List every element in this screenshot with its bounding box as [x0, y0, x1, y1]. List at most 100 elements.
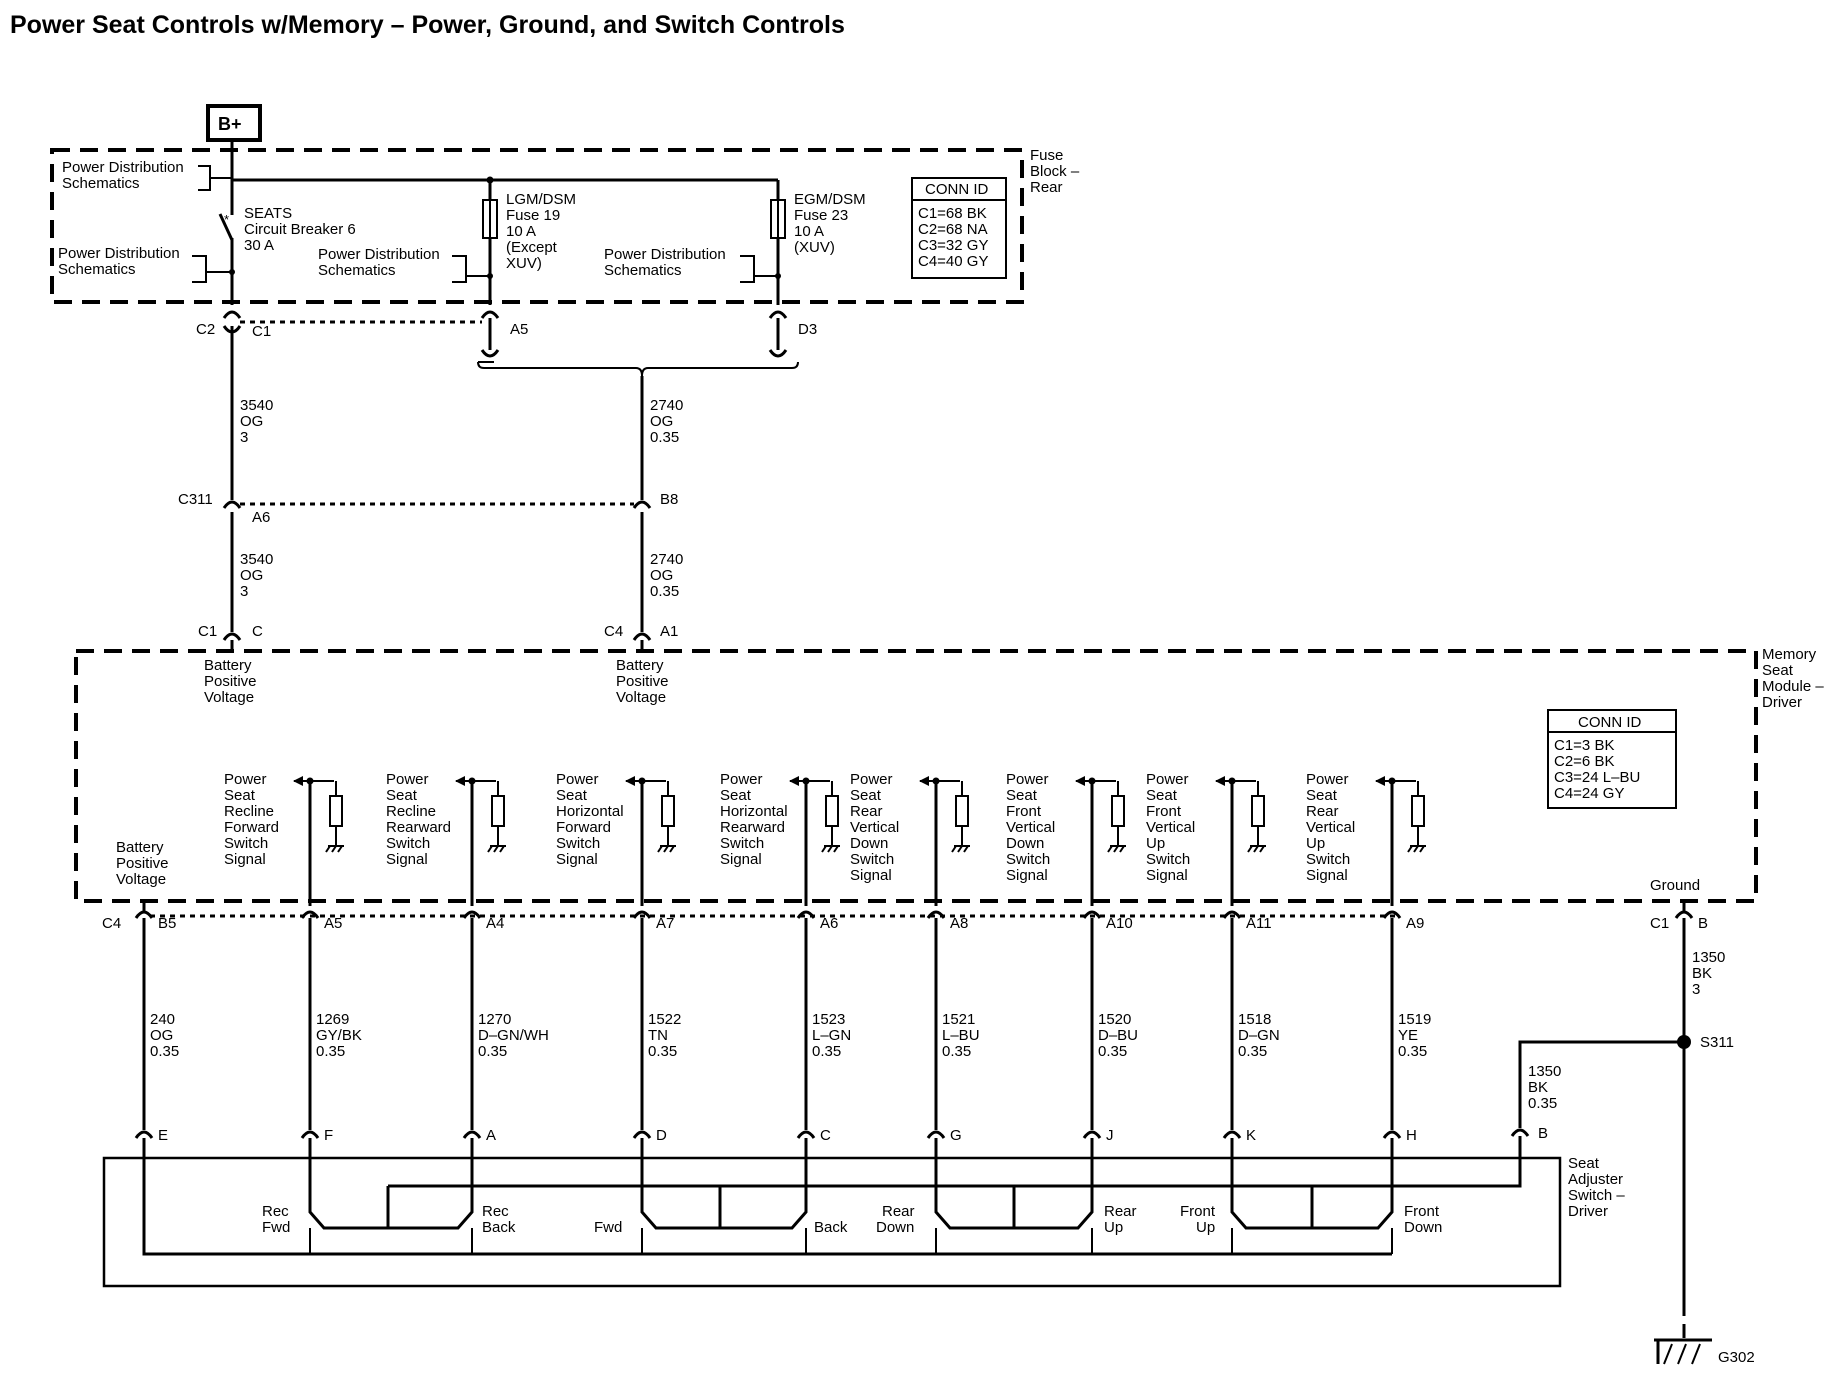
- fuse-block-label: Fuse Block – Rear: [1030, 147, 1083, 196]
- svg-text:C1: C1: [252, 323, 271, 340]
- svg-text:B: B: [1538, 1125, 1548, 1142]
- svg-text:Memory Seat Module: Memory Seat Module – Driver: [1762, 646, 1828, 711]
- svg-text:B: B: [1698, 915, 1708, 932]
- switch-internal-wiring: [142, 1138, 1440, 1256]
- module-pin: A7: [656, 915, 674, 932]
- module-pin: A8: [950, 915, 968, 932]
- switch-pin: J: [1106, 1127, 1114, 1144]
- svg-text:C311: C311: [178, 491, 213, 508]
- svg-text:B+: B+: [218, 114, 242, 134]
- svg-text:Seat Adjuster Swit: Seat Adjuster Switch – Driver: [1568, 1155, 1629, 1220]
- svg-text:C2: C2: [196, 321, 215, 338]
- svg-text:C4: C4: [102, 915, 121, 932]
- module-pin: A10: [1106, 915, 1133, 932]
- svg-text:C: C: [252, 623, 263, 640]
- svg-text:A6: A6: [252, 509, 270, 526]
- switch-pin: E: [158, 1127, 168, 1144]
- module-pin: A9: [1406, 915, 1424, 932]
- ground-symbol-g302: G302: [1654, 1338, 1755, 1366]
- svg-text:CONN ID: CONN ID: [925, 181, 989, 198]
- switch-pin: C: [820, 1127, 831, 1144]
- svg-text:B8: B8: [660, 491, 678, 508]
- module-c4-connector: C4: [102, 914, 1396, 932]
- battery-positive-source: B+: [206, 104, 262, 142]
- module-pin: A4: [486, 915, 504, 932]
- module-pin: A6: [820, 915, 838, 932]
- switch-pin: A: [486, 1127, 496, 1144]
- switch-pin: D: [656, 1127, 667, 1144]
- svg-text:C1: C1: [198, 623, 217, 640]
- svg-text:S311: S311: [1700, 1034, 1734, 1051]
- switch-pin: H: [1406, 1127, 1417, 1144]
- module-pin: A11: [1246, 915, 1272, 932]
- svg-text:C1: C1: [1650, 915, 1669, 932]
- svg-text:Fwd: Fwd: [594, 1219, 622, 1236]
- fuse-block-connectors: C2 C1 A5 D3: [196, 310, 817, 358]
- page-title: Power Seat Controls w/Memory – Power, Gr…: [10, 11, 845, 39]
- svg-text:A5: A5: [510, 321, 528, 338]
- switch-pin: K: [1246, 1127, 1256, 1144]
- svg-text:G302: G302: [1718, 1349, 1755, 1366]
- svg-text:C4: C4: [604, 623, 623, 640]
- svg-text:*: *: [224, 212, 229, 227]
- module-pin: A5: [324, 915, 342, 932]
- module-ground-label: Ground: [1650, 877, 1700, 894]
